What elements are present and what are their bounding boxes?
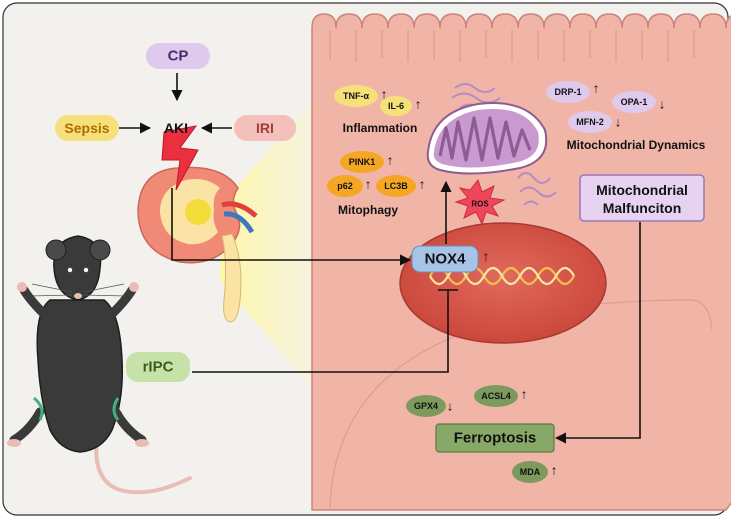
inhibit-ripc-nox4 [192, 290, 449, 373]
nox4-pill: NOX4 [411, 245, 479, 273]
lc3b-label: LC3B [384, 181, 408, 191]
p62-pill: p62 [327, 175, 363, 197]
mda-pill: MDA [512, 461, 548, 483]
opa1-down-arrow: ↓ [659, 97, 666, 112]
drp1-label: DRP-1 [554, 87, 581, 97]
ros-burst [454, 178, 506, 226]
sepsis-label: Sepsis [64, 120, 109, 136]
mouse-illustration [7, 235, 192, 495]
mitochondrion [426, 102, 548, 175]
kidney [137, 166, 258, 323]
mitochondrial-dynamics-label: Mitochondrial Dynamics [567, 138, 706, 152]
malfunction-line1: Mitochondrial [596, 182, 688, 198]
p62-label: p62 [337, 181, 353, 191]
ferroptosis-label: Ferroptosis [454, 430, 537, 447]
aki-label: AKI [164, 120, 188, 136]
il6-pill: IL-6 [380, 96, 412, 116]
microvilli-lines [329, 30, 695, 62]
ferroptosis-box: Ferroptosis [435, 423, 555, 453]
tnf-up-arrow: ↑ [381, 87, 388, 102]
mfn2-down-arrow: ↓ [615, 115, 622, 130]
drp1-pill: DRP-1 [546, 81, 590, 103]
magnify-beam [220, 92, 322, 400]
mda-label: MDA [520, 467, 541, 477]
ripc-pill: rIPC [126, 352, 190, 382]
iri-label: IRI [256, 120, 274, 136]
nucleus [399, 222, 607, 344]
cp-pill: CP [146, 43, 210, 69]
opa1-pill: OPA-1 [612, 91, 656, 113]
iri-pill: IRI [234, 115, 296, 141]
sepsis-pill: Sepsis [55, 115, 119, 141]
tnf-label: TNF-α [343, 91, 369, 101]
acsl4-up-arrow: ↑ [521, 387, 528, 402]
malfunction-line2: Malfunciton [603, 200, 682, 216]
p62-up-arrow: ↑ [365, 177, 372, 192]
arrow-malfunction-to-ferroptosis [554, 222, 641, 444]
nox4-up-arrow: ↑ [483, 248, 490, 264]
mfn2-pill: MFN-2 [568, 111, 612, 133]
il6-label: IL-6 [388, 101, 404, 111]
ros-label: ROS [471, 200, 489, 209]
inflammation-label: Inflammation [343, 121, 418, 135]
lc3b-up-arrow: ↑ [419, 177, 426, 192]
pink1-label: PINK1 [349, 157, 376, 167]
gpx4-down-arrow: ↓ [447, 399, 454, 414]
nox4-label: NOX4 [425, 251, 467, 268]
gpx4-label: GPX4 [414, 401, 438, 411]
mda-up-arrow: ↑ [551, 463, 558, 478]
opa1-label: OPA-1 [621, 97, 648, 107]
pink1-up-arrow: ↑ [387, 153, 394, 168]
aki-lightning-icon [161, 125, 199, 191]
drp1-up-arrow: ↑ [593, 81, 600, 96]
acsl4-pill: ACSL4 [474, 385, 518, 407]
mitochondrial-malfunction-box: Mitochondrial Malfunciton [579, 174, 705, 222]
mitophagy-label: Mitophagy [338, 203, 398, 217]
ripc-label: rIPC [143, 359, 174, 376]
gpx4-pill: GPX4 [406, 395, 446, 417]
cp-label: CP [168, 48, 189, 65]
arrow-aki-to-nox4 [171, 188, 412, 266]
tnf-pill: TNF-α [334, 85, 378, 107]
il6-up-arrow: ↑ [415, 97, 422, 112]
acsl4-label: ACSL4 [481, 391, 511, 401]
pink1-pill: PINK1 [340, 151, 384, 173]
mfn2-label: MFN-2 [576, 117, 604, 127]
lc3b-pill: LC3B [376, 175, 416, 197]
